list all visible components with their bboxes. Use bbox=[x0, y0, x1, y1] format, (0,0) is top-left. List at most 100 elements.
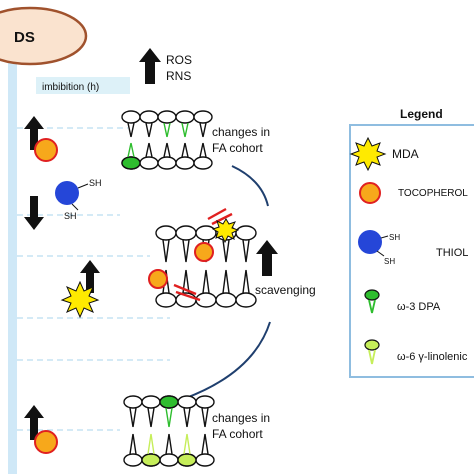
mda-star-icon bbox=[60, 280, 100, 319]
lipid-tail bbox=[129, 407, 137, 428]
lipid-tail bbox=[145, 122, 153, 138]
lipid-tail bbox=[222, 269, 230, 294]
lipid-head bbox=[175, 156, 195, 170]
lipid-tail bbox=[222, 239, 230, 263]
legend-sh-label-1: SH bbox=[389, 233, 400, 242]
tocopherol-icon bbox=[34, 430, 58, 454]
omega3-lipid-head bbox=[364, 289, 380, 301]
lipid-head bbox=[157, 110, 177, 124]
lipid-head bbox=[121, 110, 141, 124]
up-arrow-icon bbox=[256, 240, 278, 276]
omega6-lipid-tail bbox=[368, 349, 376, 365]
lipid-tail bbox=[183, 407, 191, 428]
peroxidation-breaks bbox=[173, 207, 233, 302]
mda-increase bbox=[60, 260, 100, 319]
top-caption-line1: changes in bbox=[212, 125, 270, 139]
thiol-bond-line bbox=[380, 235, 389, 239]
legend-omega6-label: ω-6 γ-linolenic bbox=[397, 351, 468, 363]
scavenging-label: scavenging bbox=[255, 283, 316, 297]
thiol-bond-line bbox=[71, 203, 79, 211]
legend-sh-label-2: SH bbox=[384, 257, 395, 266]
down-arrow-icon bbox=[24, 196, 44, 230]
arc-top bbox=[231, 165, 269, 207]
imbibition-box: imbibition (h) bbox=[36, 77, 130, 94]
red-break-mark bbox=[173, 283, 197, 296]
imbibition-box-bg bbox=[36, 77, 130, 94]
lipid-tail bbox=[147, 407, 155, 428]
legend-omega3-label: ω-3 DPA bbox=[397, 301, 441, 313]
thiol-bond-line bbox=[77, 183, 89, 189]
red-break-mark bbox=[207, 207, 227, 221]
lipid-tail bbox=[242, 239, 250, 263]
thiol-sh-label-1: SH bbox=[89, 178, 102, 188]
lipid-tail-omega3 bbox=[181, 122, 189, 138]
lipid-tail bbox=[145, 142, 153, 158]
ds-label: DS bbox=[14, 29, 35, 46]
mda-star-icon bbox=[349, 136, 387, 172]
lipid-tail bbox=[127, 122, 135, 138]
lipid-tail bbox=[199, 142, 207, 158]
bottom-caption-line1: changes in bbox=[212, 411, 270, 425]
lipid-head bbox=[175, 225, 197, 241]
legend-title: Legend bbox=[400, 107, 443, 121]
lipid-tail bbox=[165, 433, 173, 455]
lipid-tail-omega6 bbox=[183, 433, 191, 455]
red-break-mark bbox=[211, 212, 233, 226]
lipid-tail bbox=[129, 433, 137, 455]
lipid-tail-omega6 bbox=[147, 433, 155, 455]
timeline-guides bbox=[17, 127, 170, 431]
lipid-head bbox=[195, 453, 215, 467]
legend-mda-label: MDA bbox=[392, 147, 419, 161]
lipid-tail bbox=[201, 407, 209, 428]
ros-rns-indicator: ROS RNS bbox=[139, 48, 192, 84]
up-arrow-icon bbox=[24, 116, 44, 150]
thiol-sphere-icon bbox=[358, 230, 382, 254]
ros-label: ROS bbox=[166, 53, 192, 67]
lipid-head bbox=[177, 395, 197, 409]
omega6-lipid-head bbox=[364, 339, 380, 351]
lipid-head bbox=[155, 292, 177, 308]
imbibition-label: imbibition (h) bbox=[42, 82, 99, 93]
scavenging-indicator: scavenging bbox=[255, 240, 316, 297]
lipid-head bbox=[175, 110, 195, 124]
lipid-head bbox=[215, 292, 237, 308]
lipid-tail bbox=[242, 269, 250, 294]
mda-star-icon bbox=[211, 218, 240, 244]
red-break-mark bbox=[175, 290, 201, 302]
ds-ellipse bbox=[0, 6, 88, 66]
arc-bottom bbox=[185, 321, 271, 399]
lipid-head bbox=[195, 225, 217, 241]
thiol-icon bbox=[55, 181, 79, 205]
legend-thiol-label: THIOL bbox=[436, 247, 468, 259]
omega3-head bbox=[159, 395, 179, 409]
lipid-tail bbox=[182, 239, 190, 263]
tocopherol-icon bbox=[148, 269, 168, 289]
timeline-bar bbox=[8, 58, 17, 474]
tocopherol-increase-top bbox=[24, 116, 58, 162]
lipid-head bbox=[193, 110, 213, 124]
bottom-caption-line2: FA cohort bbox=[212, 427, 263, 441]
omega6-lipid-icon bbox=[364, 339, 380, 365]
omega3-lipid-icon bbox=[364, 289, 380, 314]
lipid-tail bbox=[163, 142, 171, 158]
thiol-decrease: SH SH bbox=[24, 178, 102, 230]
lipid-head bbox=[159, 453, 179, 467]
top-caption-line2: FA cohort bbox=[212, 141, 263, 155]
membrane-top bbox=[121, 110, 213, 170]
lipid-tail bbox=[201, 433, 209, 455]
lipid-head bbox=[157, 156, 177, 170]
thiol-bond-line bbox=[376, 250, 385, 257]
lipid-head bbox=[155, 225, 177, 241]
legend: Legend MDA TOCOPHEROL SH SH THIOL ω-3 DP… bbox=[349, 107, 474, 378]
ros-up-arrow-icon bbox=[139, 48, 161, 84]
lipid-head bbox=[235, 225, 257, 241]
lipid-head bbox=[235, 292, 257, 308]
thiol-sh-label-2: SH bbox=[64, 211, 77, 221]
lipid-head bbox=[193, 156, 213, 170]
rns-label: RNS bbox=[166, 69, 191, 83]
lipid-head bbox=[123, 395, 143, 409]
lipid-tail bbox=[202, 269, 210, 294]
legend-tocopherol-label: TOCOPHEROL bbox=[398, 188, 468, 199]
lipid-tail bbox=[162, 239, 170, 263]
